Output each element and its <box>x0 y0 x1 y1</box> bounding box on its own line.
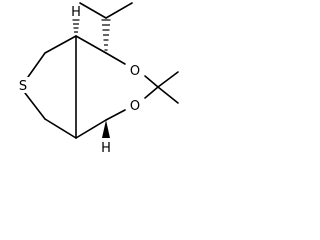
bond-ch2-bottom-to-ch2 <box>44 118 77 139</box>
bond-c2-to-o1 <box>144 86 159 99</box>
thiane-ring <box>24 35 77 139</box>
bond-o1-to-c8a <box>105 109 126 121</box>
bond-c2-methyl-down <box>157 86 179 104</box>
bond-c2-methyl-up <box>157 71 179 88</box>
hydrogen-bottom-atom-label: H <box>101 141 111 156</box>
sulfur-atom-label: S <box>19 79 27 94</box>
hashed-bond-c4a-to-h <box>72 19 80 33</box>
bond-isopropyl-ch-to-methyl-left <box>79 2 107 19</box>
bond-isopropyl-ch-to-methyl-right <box>105 2 133 19</box>
isopropyl-group <box>79 2 133 51</box>
bond-s-to-ch2-bottom <box>24 92 46 120</box>
bond-c4a-to-c4 <box>75 35 107 54</box>
bond-o3-to-c2 <box>144 75 159 88</box>
molecule-structure: S O O H H <box>16 2 179 156</box>
oxygen-bottom-atom-label: O <box>130 99 140 114</box>
hashed-bond-c4-to-isopropyl <box>101 19 111 51</box>
oxygen-top-atom-label: O <box>130 64 140 79</box>
wedge-bond-c8a-to-h <box>102 120 110 138</box>
bond-c4-to-o3 <box>105 52 126 65</box>
bond-s-to-ch2-top <box>27 52 46 78</box>
dioxane-ring <box>75 35 159 139</box>
gem-dimethyl <box>157 71 179 104</box>
bond-ch2-top-to-c4a <box>44 35 77 54</box>
hydrogen-top-atom-label: H <box>71 5 81 20</box>
bond-c8a-to-ch2 <box>75 119 107 139</box>
